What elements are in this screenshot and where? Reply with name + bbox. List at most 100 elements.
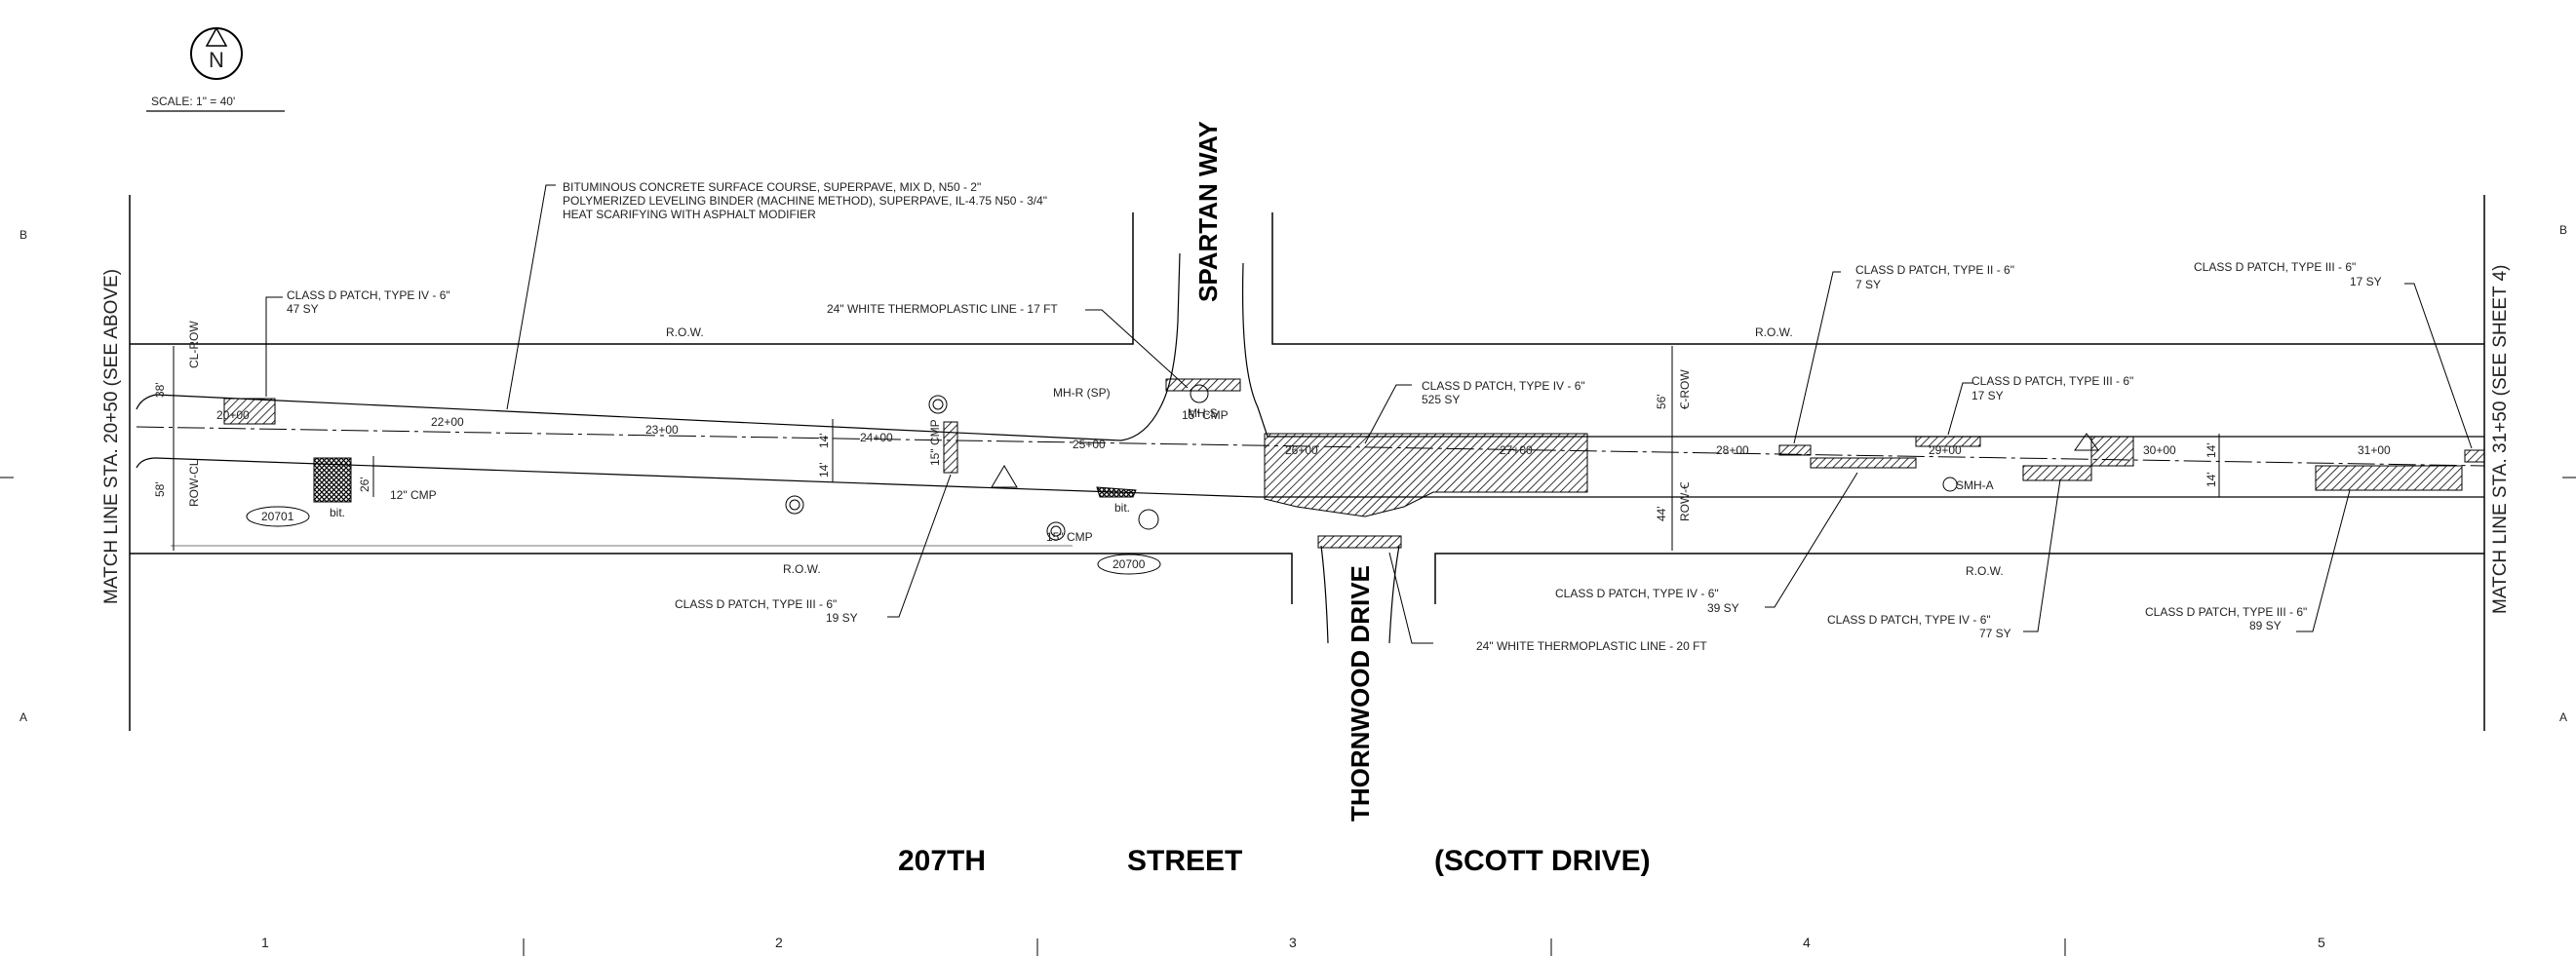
svg-text:CLASS D PATCH, TYPE III - 6": CLASS D PATCH, TYPE III - 6" <box>675 597 837 611</box>
svg-text:15" CMP: 15" CMP <box>1046 530 1093 544</box>
svg-text:R.O.W.: R.O.W. <box>1966 564 2004 578</box>
svg-text:19 SY: 19 SY <box>826 611 858 625</box>
svg-text:POLYMERIZED LEVELING BINDER (M: POLYMERIZED LEVELING BINDER (MACHINE MET… <box>563 194 1047 208</box>
svg-text:47 SY: 47 SY <box>287 302 319 316</box>
svg-text:7 SY: 7 SY <box>1855 278 1881 291</box>
svg-text:23+00: 23+00 <box>645 423 679 437</box>
svg-text:89 SY: 89 SY <box>2249 619 2282 632</box>
svg-text:14': 14' <box>817 462 831 478</box>
svg-text:17 SY: 17 SY <box>2350 275 2382 288</box>
match-line-left: MATCH LINE STA. 20+50 (SEE ABOVE) <box>101 269 122 604</box>
svg-text:R.O.W.: R.O.W. <box>783 562 821 576</box>
right-of-way-lines <box>130 212 2484 604</box>
svg-text:CLASS D PATCH, TYPE IV - 6": CLASS D PATCH, TYPE IV - 6" <box>1555 587 1719 600</box>
svg-text:HEAT SCARIFYING WITH ASPHALT M: HEAT SCARIFYING WITH ASPHALT MODIFIER <box>563 208 816 221</box>
grid-row-b-right: B <box>2559 223 2567 237</box>
callout-p8: CLASS D PATCH, TYPE IV - 6" 77 SY <box>1827 613 2011 640</box>
grid-row-a-left: A <box>20 710 27 724</box>
svg-text:MH-S: MH-S <box>1188 406 1218 420</box>
svg-text:12" CMP: 12" CMP <box>390 488 437 502</box>
svg-text:BITUMINOUS CONCRETE SURFACE CO: BITUMINOUS CONCRETE SURFACE COURSE, SUPE… <box>563 180 981 194</box>
svg-text:14': 14' <box>2205 472 2218 487</box>
svg-text:58': 58' <box>153 481 167 497</box>
callout-p4: CLASS D PATCH, TYPE II - 6" 7 SY <box>1855 263 2014 291</box>
callout-p1: CLASS D PATCH, TYPE IV - 6" 47 SY <box>287 288 450 316</box>
grid-row-a-right: A <box>2559 710 2567 724</box>
svg-text:25+00: 25+00 <box>1073 438 1106 451</box>
svg-text:525 SY: 525 SY <box>1422 393 1460 406</box>
svg-text:3: 3 <box>1289 935 1297 950</box>
svg-text:CLASS D PATCH, TYPE III - 6": CLASS D PATCH, TYPE III - 6" <box>1971 374 2133 388</box>
svg-text:CLASS D PATCH, TYPE IV - 6": CLASS D PATCH, TYPE IV - 6" <box>1827 613 1991 627</box>
dimension-lines <box>173 346 2220 551</box>
svg-text:24+00: 24+00 <box>860 431 893 444</box>
station-labels: 20+00 22+00 23+00 24+00 25+00 26+00 27+0… <box>216 408 2391 457</box>
street-thornwood-drive: THORNWOOD DRIVE <box>1346 565 1375 822</box>
svg-text:CLASS D PATCH, TYPE II - 6": CLASS D PATCH, TYPE II - 6" <box>1855 263 2014 277</box>
svg-text:1: 1 <box>261 935 269 950</box>
row-labels: R.O.W. R.O.W. R.O.W. R.O.W. <box>666 325 2004 578</box>
dimension-values: 38' 58' CL-ROW ROW-CL 26' 14' 14' 56' Ꞓ-… <box>153 321 2218 521</box>
svg-text:14': 14' <box>817 433 831 448</box>
street-207th: 207TH <box>898 845 986 877</box>
svg-text:26+00: 26+00 <box>1285 443 1318 457</box>
general-note: BITUMINOUS CONCRETE SURFACE COURSE, SUPE… <box>563 180 1047 221</box>
callout-p3: CLASS D PATCH, TYPE IV - 6" 525 SY <box>1422 379 1585 406</box>
svg-text:ROW-Ꞓ: ROW-Ꞓ <box>1678 481 1692 521</box>
svg-text:bit.: bit. <box>330 506 345 519</box>
svg-text:bit.: bit. <box>1114 501 1130 515</box>
svg-text:44': 44' <box>1655 506 1668 521</box>
svg-text:20700: 20700 <box>1112 557 1146 571</box>
callout-p5: CLASS D PATCH, TYPE III - 6" 17 SY <box>1971 374 2133 402</box>
north-arrow-icon: N <box>190 26 243 80</box>
svg-text:20701: 20701 <box>261 510 294 523</box>
svg-text:R.O.W.: R.O.W. <box>1755 325 1793 339</box>
callout-p7: CLASS D PATCH, TYPE IV - 6" 39 SY <box>1555 587 1739 615</box>
match-line-right: MATCH LINE STA. 31+50 (SEE SHEET 4) <box>2490 265 2511 614</box>
centerline <box>136 426 2485 467</box>
svg-text:CL-ROW: CL-ROW <box>187 321 201 368</box>
callout-p6: CLASS D PATCH, TYPE III - 6" 17 SY <box>2194 260 2382 288</box>
svg-text:CLASS D PATCH, TYPE III - 6": CLASS D PATCH, TYPE III - 6" <box>2194 260 2356 274</box>
svg-text:29+00: 29+00 <box>1929 443 1962 457</box>
callout-p2: CLASS D PATCH, TYPE III - 6" 19 SY <box>675 597 858 625</box>
svg-text:28+00: 28+00 <box>1716 443 1749 457</box>
svg-text:Ꞓ-ROW: Ꞓ-ROW <box>1678 369 1692 410</box>
street-spartan-way: SPARTAN WAY <box>1193 121 1223 302</box>
structure-labels: MH-R (SP) MH-S SMH-A 12" CMP 15" CMP 15"… <box>330 386 1994 544</box>
grid-row-b-left: B <box>20 228 27 242</box>
svg-text:MH-R (SP): MH-R (SP) <box>1053 386 1111 400</box>
svg-text:38': 38' <box>153 382 167 398</box>
svg-text:77 SY: 77 SY <box>1979 627 2011 640</box>
svg-text:R.O.W.: R.O.W. <box>666 325 704 339</box>
callout-white-line-17: 24" WHITE THERMOPLASTIC LINE - 17 FT <box>827 302 1058 316</box>
svg-text:CLASS D PATCH, TYPE III - 6": CLASS D PATCH, TYPE III - 6" <box>2145 605 2307 619</box>
svg-text:22+00: 22+00 <box>431 415 464 429</box>
svg-text:14': 14' <box>2205 442 2218 458</box>
callout-white-line-20: 24" WHITE THERMOPLASTIC LINE - 20 FT <box>1476 639 1707 653</box>
grid-columns: 1 2 3 4 5 <box>261 935 2325 956</box>
north-letter: N <box>209 48 224 72</box>
svg-text:30+00: 30+00 <box>2143 443 2176 457</box>
svg-text:39 SY: 39 SY <box>1707 601 1739 615</box>
svg-text:56': 56' <box>1655 394 1668 409</box>
patch-areas <box>223 378 2485 549</box>
callout-p9: CLASS D PATCH, TYPE III - 6" 89 SY <box>2145 605 2307 632</box>
svg-text:ROW-CL: ROW-CL <box>187 459 201 507</box>
svg-text:15" CMP: 15" CMP <box>1182 408 1229 422</box>
scale-label: SCALE: 1" = 40' <box>151 95 235 108</box>
svg-text:15" CMP: 15" CMP <box>928 419 942 466</box>
svg-text:26': 26' <box>358 477 371 492</box>
svg-text:SMH-A: SMH-A <box>1956 478 1994 492</box>
svg-text:31+00: 31+00 <box>2358 443 2391 457</box>
utility-structures <box>785 384 2099 541</box>
svg-text:CLASS D PATCH, TYPE IV - 6": CLASS D PATCH, TYPE IV - 6" <box>287 288 450 302</box>
svg-text:2: 2 <box>775 935 783 950</box>
svg-text:4: 4 <box>1803 935 1811 950</box>
svg-text:5: 5 <box>2318 935 2325 950</box>
svg-text:20+00: 20+00 <box>216 408 250 422</box>
street-label: STREET <box>1127 845 1242 877</box>
parcel-tags: 20701 20700 <box>246 506 1161 575</box>
street-scott-drive: (SCOTT DRIVE) <box>1434 845 1651 877</box>
